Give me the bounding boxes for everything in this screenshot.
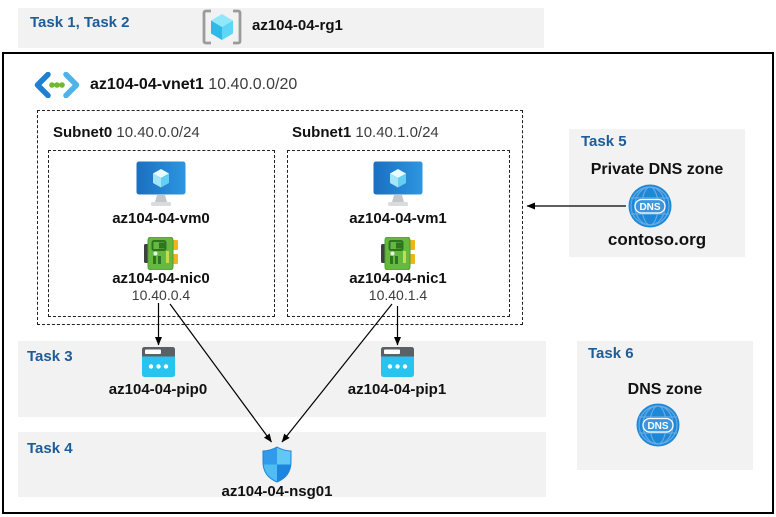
resource-group-icon xyxy=(202,9,242,45)
task12-band xyxy=(18,8,544,48)
nsg-icon xyxy=(262,446,292,483)
pip1-name: az104-04-pip1 xyxy=(347,381,447,398)
vnet-label: az104-04-vnet1 10.40.0.0/20 xyxy=(90,76,297,94)
subnet1-cidr: 10.40.1.0/24 xyxy=(355,124,439,141)
subnet0-name: Subnet0 xyxy=(53,124,113,141)
nsg-name: az104-04-nsg01 xyxy=(221,483,333,500)
nic1-ip: 10.40.1.4 xyxy=(368,287,428,303)
task12-label: Task 1, Task 2 xyxy=(30,14,130,31)
task4-label: Task 4 xyxy=(27,440,73,457)
subnet1-box xyxy=(287,150,510,317)
subnets-container xyxy=(37,110,523,325)
task5-label: Task 5 xyxy=(581,133,627,150)
virtual-network-icon xyxy=(34,72,80,98)
vm0-icon xyxy=(136,161,186,206)
dns-zone-title: DNS zone xyxy=(627,381,703,398)
vnet-cidr: 10.40.0.0/20 xyxy=(208,76,298,93)
private-dns-icon: DNS xyxy=(628,184,672,228)
private-dns-zone-title: Private DNS zone xyxy=(590,161,724,178)
resource-group-name: az104-04-rg1 xyxy=(252,17,343,34)
nic0-name: az104-04-nic0 xyxy=(112,270,210,287)
dns-zone-icon-text: DNS xyxy=(647,421,668,432)
subnet1-name: Subnet1 xyxy=(292,124,352,141)
dns-zone-icon: DNS xyxy=(636,403,680,447)
pip0-icon xyxy=(142,347,175,377)
private-dns-icon-text: DNS xyxy=(639,202,660,213)
pip0-name: az104-04-pip0 xyxy=(108,381,208,398)
nic0-icon xyxy=(144,237,178,270)
pip1-icon xyxy=(381,347,414,377)
task6-label: Task 6 xyxy=(588,345,634,362)
subnet0-box xyxy=(48,150,275,317)
nic0-ip: 10.40.0.4 xyxy=(131,287,191,303)
task3-band xyxy=(18,341,546,417)
vm1-icon xyxy=(373,161,423,206)
vm1-name: az104-04-vm1 xyxy=(349,210,447,227)
vm0-name: az104-04-vm0 xyxy=(112,210,210,227)
nic1-name: az104-04-nic1 xyxy=(349,270,447,287)
vnet-name: az104-04-vnet1 xyxy=(90,76,204,93)
nic1-icon xyxy=(381,237,415,270)
subnet0-cidr: 10.40.0.0/24 xyxy=(116,124,200,141)
subnet0-label: Subnet0 10.40.0.0/24 xyxy=(53,124,200,142)
subnet1-label: Subnet1 10.40.1.0/24 xyxy=(292,124,439,142)
task3-label: Task 3 xyxy=(27,348,73,365)
private-dns-zone-name: contoso.org xyxy=(607,230,707,249)
